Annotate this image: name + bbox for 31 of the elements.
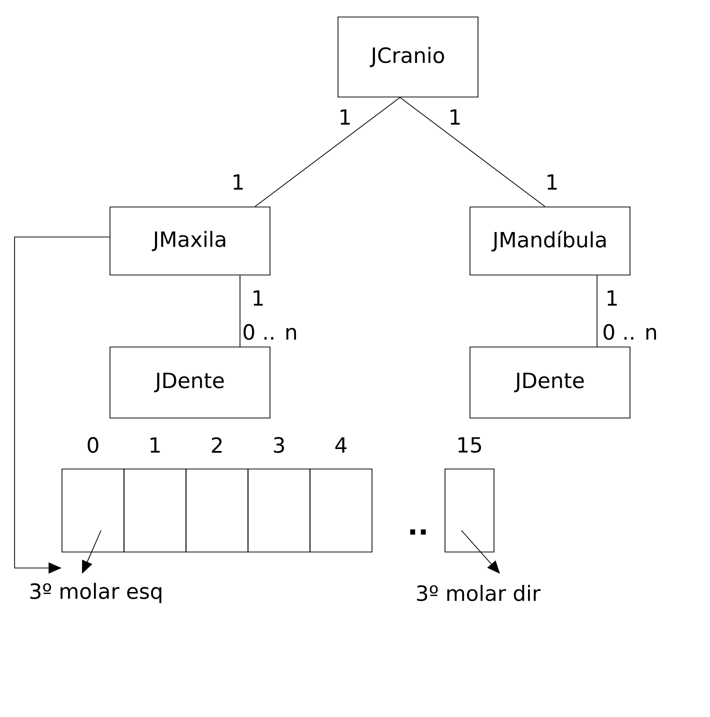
multiplicity-label: 1 — [234, 174, 243, 190]
index-number: 2 — [212, 437, 222, 453]
multiplicity-label: 1 — [608, 290, 617, 306]
connector-line — [596, 275, 598, 347]
connector-line — [254, 97, 400, 207]
index-number: 4 — [335, 437, 346, 453]
multiplicity-label: 1 — [450, 109, 460, 125]
index-number: 1 — [150, 437, 160, 453]
array-cell — [444, 468, 494, 552]
class-box: JCranio — [338, 16, 478, 98]
multiplicity-label: 1 — [548, 174, 557, 190]
index-number: 0 — [88, 437, 98, 453]
index-number: 3 — [274, 437, 284, 453]
multiplicity-label: 1 — [254, 290, 263, 306]
cell-caption: 3º molar dir — [417, 584, 541, 602]
multiplicity-label: 1 — [340, 109, 350, 125]
array-cell — [124, 468, 186, 552]
ellipsis: .. — [410, 529, 426, 535]
array-cell — [248, 468, 310, 552]
class-box: JDente — [110, 346, 270, 418]
array-cell — [310, 468, 372, 552]
array-cell — [62, 468, 124, 552]
array-cell — [186, 468, 248, 552]
class-box: JMandíbula — [470, 206, 630, 276]
index-number: 15 — [458, 437, 482, 453]
multiplicity-label: 0 .. n — [604, 324, 656, 340]
class-box: JDente — [470, 346, 630, 418]
multiplicity-label: 0 .. n — [244, 324, 296, 340]
cell-caption: 3º molar esq — [30, 582, 162, 604]
connector-line — [400, 97, 546, 207]
class-box: JMaxila — [110, 206, 270, 276]
